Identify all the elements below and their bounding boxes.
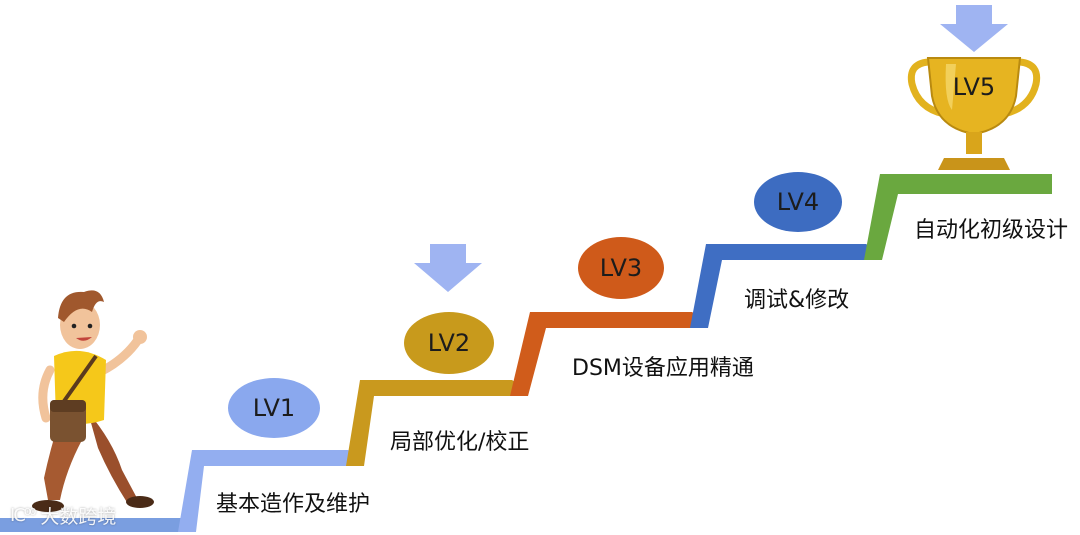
- down-arrow-icon: [940, 5, 1008, 52]
- level-badge-lv2: LV2: [404, 312, 494, 374]
- trophy-icon: [907, 57, 1041, 170]
- watermark-text: 大数跨境: [40, 506, 117, 528]
- watermark: IC⁰⁰ 大数跨境: [10, 502, 116, 529]
- level-badge-lv1: LV1: [228, 378, 320, 438]
- level-badge-lv3: LV3: [578, 237, 664, 299]
- watermark-logo-icon: IC⁰⁰: [10, 505, 36, 526]
- step-lv4: [690, 244, 880, 328]
- level-label-lv2: 局部优化/校正: [390, 430, 530, 455]
- step-lv2: [346, 380, 524, 466]
- level-label-lv1: 基本造作及维护: [216, 492, 371, 517]
- level-badge-lv5: LV5: [952, 73, 996, 101]
- walking-person-illustration: [32, 290, 154, 512]
- level-label-lv3: DSM设备应用精通: [572, 356, 754, 381]
- step-lv1: [178, 450, 360, 532]
- step-lv5: [864, 174, 1052, 260]
- ground-strip: [0, 518, 190, 532]
- down-arrow-icon: [414, 244, 482, 292]
- level-label-lv5: 自动化初级设计: [914, 218, 1069, 243]
- level-label-lv4: 调试&修改: [744, 288, 850, 313]
- level-badge-lv4: LV4: [754, 172, 842, 232]
- step-lv3: [510, 312, 704, 396]
